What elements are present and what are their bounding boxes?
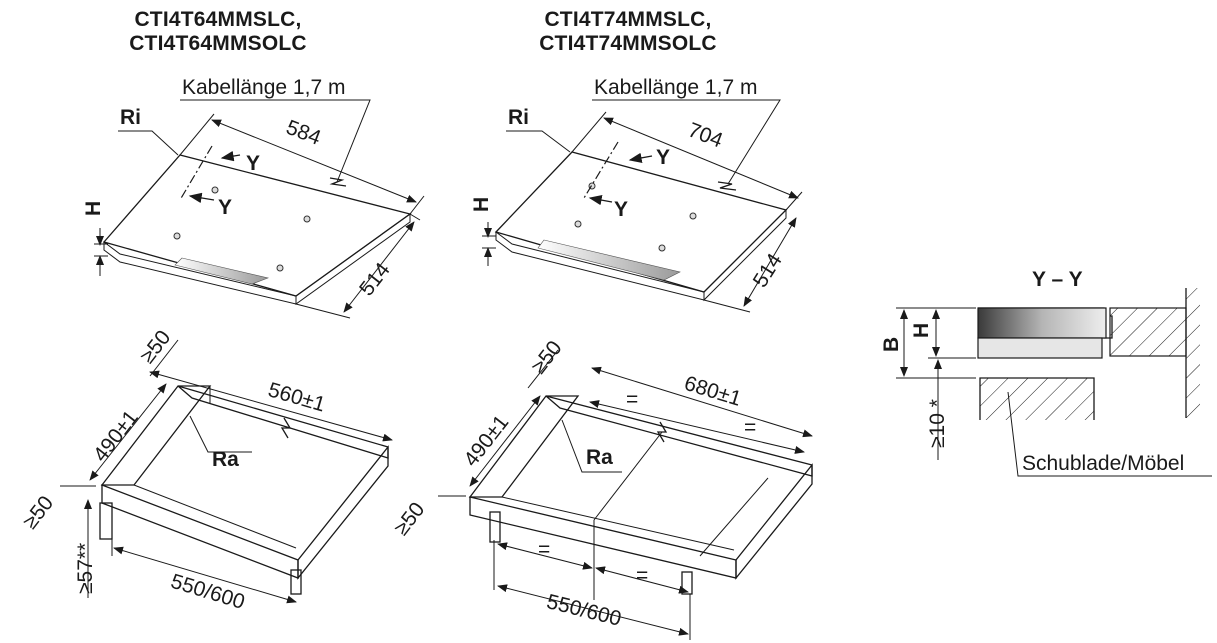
section-worktop	[1109, 307, 1187, 357]
left-cabinet-value: 550/600	[168, 570, 247, 614]
mid-width-dim	[603, 117, 799, 199]
left-cable-leader	[180, 99, 371, 183]
mid-cable	[717, 181, 737, 191]
mid-cooktop: Y Y Kabellänge 1,7 m Ri 704 514 H	[470, 76, 803, 313]
left-cut-depth-value: 490±1	[89, 406, 143, 466]
left-min-front: ≥50	[19, 492, 59, 534]
mid-cable-leader	[592, 99, 781, 185]
left-min-back: ≥50	[136, 326, 176, 368]
mid-ri-label: Ri	[508, 106, 529, 129]
mid-section-line	[583, 141, 619, 199]
mid-title: CTI4T74MMSLC, CTI4T74MMSOLC	[528, 8, 728, 56]
mid-burner-mark	[689, 212, 697, 220]
left-cooktop: Y Y Kabellänge 1,7 m Ri 584 514 H	[82, 76, 425, 319]
left-title-line1: CTI4T64MMSLC,	[134, 8, 302, 31]
left-cabinet-dim	[113, 546, 297, 604]
mid-cabinet-value: 550/600	[544, 590, 623, 631]
mid-eq-4: =	[636, 564, 648, 587]
left-width-dim	[211, 119, 417, 203]
left-depth-dim	[343, 221, 415, 313]
mid-ri-leader	[506, 130, 571, 153]
left-burner-mark	[211, 186, 219, 194]
left-y-arrow-bottom	[188, 192, 215, 204]
left-cut-width-value: 560±1	[266, 378, 328, 416]
left-frame-front-rail	[101, 484, 299, 579]
mid-y-arrow-bottom	[588, 194, 613, 206]
mid-eq-1: =	[626, 388, 638, 411]
mid-cable-label: Kabellänge 1,7 m	[594, 76, 757, 99]
left-y-label-bottom: Y	[218, 196, 232, 219]
mid-depth-value: 514	[749, 249, 787, 291]
mid-title-line2: CTI4T74MMSOLC	[539, 32, 717, 55]
mid-eq-2: =	[744, 416, 756, 439]
mid-depth-dim	[743, 217, 797, 307]
left-title-line2: CTI4T64MMSOLC	[129, 32, 307, 55]
section-title: Y – Y	[1032, 268, 1083, 291]
left-ri-label: Ri	[120, 106, 141, 129]
left-min-thickness: ≥57**	[74, 543, 97, 594]
mid-y-arrow-top	[628, 152, 653, 164]
section-glass	[977, 307, 1107, 339]
left-cut-width-dim	[149, 370, 393, 442]
mid-y-label-bottom: Y	[614, 198, 628, 221]
mid-min-back: ≥50	[527, 337, 567, 379]
section-h-label: H	[910, 323, 933, 338]
left-burner-mark	[173, 232, 181, 240]
left-width-value: 584	[283, 116, 324, 150]
mid-cabinet-dim	[497, 584, 689, 636]
left-h-label: H	[82, 201, 105, 216]
mid-eq-3: =	[538, 538, 550, 561]
mid-burner-mark	[658, 244, 666, 252]
left-burner-mark	[303, 215, 311, 223]
mid-frame-front-rail	[469, 496, 737, 579]
left-y-label-top: Y	[246, 152, 260, 175]
left-frame-right-rail	[297, 445, 389, 580]
mid-ra-label: Ra	[586, 446, 613, 469]
section-b-label: B	[880, 337, 903, 352]
section-label: Schublade/Möbel	[1022, 452, 1184, 475]
mid-min-front: ≥50	[390, 498, 430, 540]
left-section-line	[179, 145, 213, 201]
section-yy: Y – Y B H ≥10 * Schublade/Möbel	[880, 268, 1212, 477]
left-ri-leader	[118, 130, 179, 156]
mid-burner-mark	[574, 220, 582, 228]
left-cut-depth-dim	[89, 383, 167, 481]
left-depth-value: 514	[355, 258, 395, 300]
mid-frame-right-rail	[735, 463, 813, 580]
section-wall	[1186, 288, 1200, 418]
section-label-leader	[1007, 391, 1212, 477]
mid-width-value: 704	[685, 118, 726, 152]
mid-title-line1: CTI4T74MMSLC,	[544, 8, 712, 31]
left-control-strip	[174, 257, 270, 285]
mid-control-strip	[537, 239, 681, 281]
section-drawer	[980, 378, 1094, 420]
mid-y-label-top: Y	[656, 146, 670, 169]
mid-cut-depth-dim	[469, 395, 541, 487]
mid-cutout: 680±1 = = 490±1 ≥50 ≥50 = = 550/600 Ra	[390, 337, 813, 640]
left-y-arrow-top	[220, 150, 241, 162]
left-burner-mark	[276, 264, 284, 272]
mid-h-label: H	[470, 197, 493, 212]
section-body	[977, 337, 1103, 359]
left-ra-label: Ra	[212, 448, 239, 471]
left-title: CTI4T64MMSLC, CTI4T64MMSOLC	[118, 8, 318, 56]
left-cutout: 560±1 490±1 ≥50 ≥50 ≥57** 550/600 Ra	[19, 326, 393, 614]
left-cable-label: Kabellänge 1,7 m	[182, 76, 345, 99]
section-gap-label: ≥10 *	[926, 399, 949, 448]
